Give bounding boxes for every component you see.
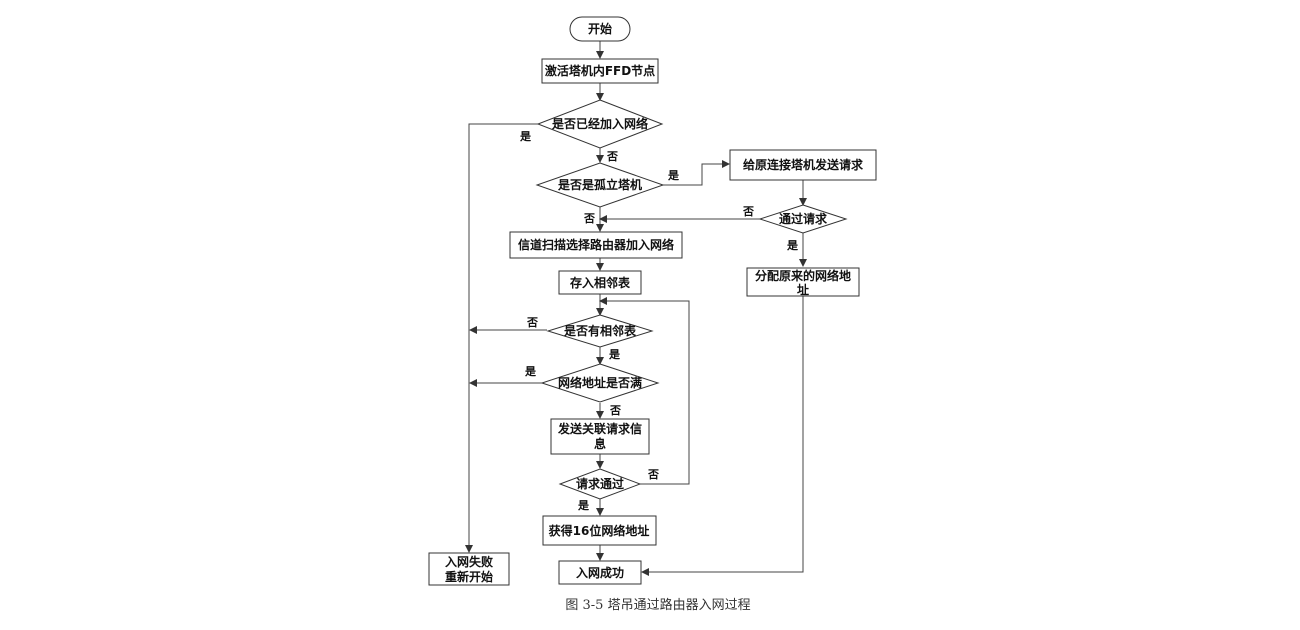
neighbor-diamond [546,314,654,348]
label-joined-no: 否 [606,150,618,163]
activate-box [541,58,659,84]
store-box [558,270,642,295]
node-get-addr: 获得16位网络地址 [542,515,657,546]
node-pass-decision: 通过请求 [758,204,848,234]
full-diamond [540,363,660,403]
label-full-no: 否 [609,404,621,417]
edges [465,41,807,576]
label-req-no: 否 [647,468,659,481]
assign-orig-label-line1: 分配原来的网络地 [755,268,851,283]
req-label: 请求通过 [576,476,624,491]
start-terminal-shape [569,16,631,42]
isolated-diamond [535,162,665,208]
edge-joined-fail [465,123,538,553]
joined-label: 是否已经加入网络 [551,116,648,131]
send-assoc-box [550,418,650,455]
label-req-yes: 是 [577,499,590,512]
label-neighbor-no: 否 [526,316,538,329]
store-label: 存入相邻表 [569,275,631,290]
edge-isolated-send [663,160,730,186]
node-success: 入网成功 [558,560,642,585]
send-orig-box [729,149,877,181]
full-label: 网络地址是否满 [558,375,642,390]
edge-assign-success [641,296,804,576]
send-assoc-label-line2: 息 [594,436,606,451]
node-send-assoc: 发送关联请求信 息 [550,418,650,455]
isolated-label: 是否是孤立塔机 [557,177,642,192]
send-assoc-label-line1: 发送关联请求信 [557,421,642,436]
assign-orig-box [746,267,860,297]
figure-caption: 图 3-5 塔吊通过路由器入网过程 [565,597,750,613]
node-activate: 激活塔机内FFD节点 [541,58,659,84]
edge-req-loop [599,297,690,485]
get-addr-box [542,515,657,546]
node-assign-orig: 分配原来的网络地 址 [746,267,860,297]
node-store: 存入相邻表 [558,270,642,295]
neighbor-label: 是否有相邻表 [563,323,637,338]
fail-box [428,552,510,586]
node-full-decision: 网络地址是否满 [540,363,660,403]
success-label: 入网成功 [576,565,624,580]
label-joined-yes: 是 [519,130,532,143]
pass-diamond [758,204,848,234]
node-joined-decision: 是否已经加入网络 [536,99,664,149]
get-addr-label: 获得16位网络地址 [548,523,650,538]
activate-label: 激活塔机内FFD节点 [545,63,655,78]
success-box [558,560,642,585]
joined-diamond [536,99,664,149]
pass-label: 通过请求 [779,211,828,226]
send-orig-label: 给原连接塔机发送请求 [743,157,864,172]
req-diamond [558,468,642,500]
node-req-decision: 请求通过 [558,468,642,500]
scan-box [509,231,683,259]
node-fail: 入网失败 重新开始 [428,552,510,586]
edge-labels: 是 否 是 否 否 是 否 是 是 否 否 是 [519,130,799,512]
label-isolated-no: 否 [583,212,595,225]
label-full-yes: 是 [524,365,537,378]
assign-orig-label-line2: 址 [797,282,809,297]
start-label: 开始 [588,21,612,36]
label-pass-no: 否 [742,205,754,218]
fail-label-line2: 重新开始 [445,569,493,584]
node-start: 开始 [569,16,631,42]
label-pass-yes: 是 [786,239,799,252]
node-neighbor-decision: 是否有相邻表 [546,314,654,348]
label-neighbor-yes: 是 [608,348,621,361]
node-isolated-decision: 是否是孤立塔机 [535,162,665,208]
node-scan: 信道扫描选择路由器加入网络 [509,231,683,259]
fail-label-line1: 入网失败 [445,554,493,569]
node-send-orig-request: 给原连接塔机发送请求 [729,149,877,181]
scan-label: 信道扫描选择路由器加入网络 [518,237,674,252]
label-isolated-yes: 是 [667,169,680,182]
